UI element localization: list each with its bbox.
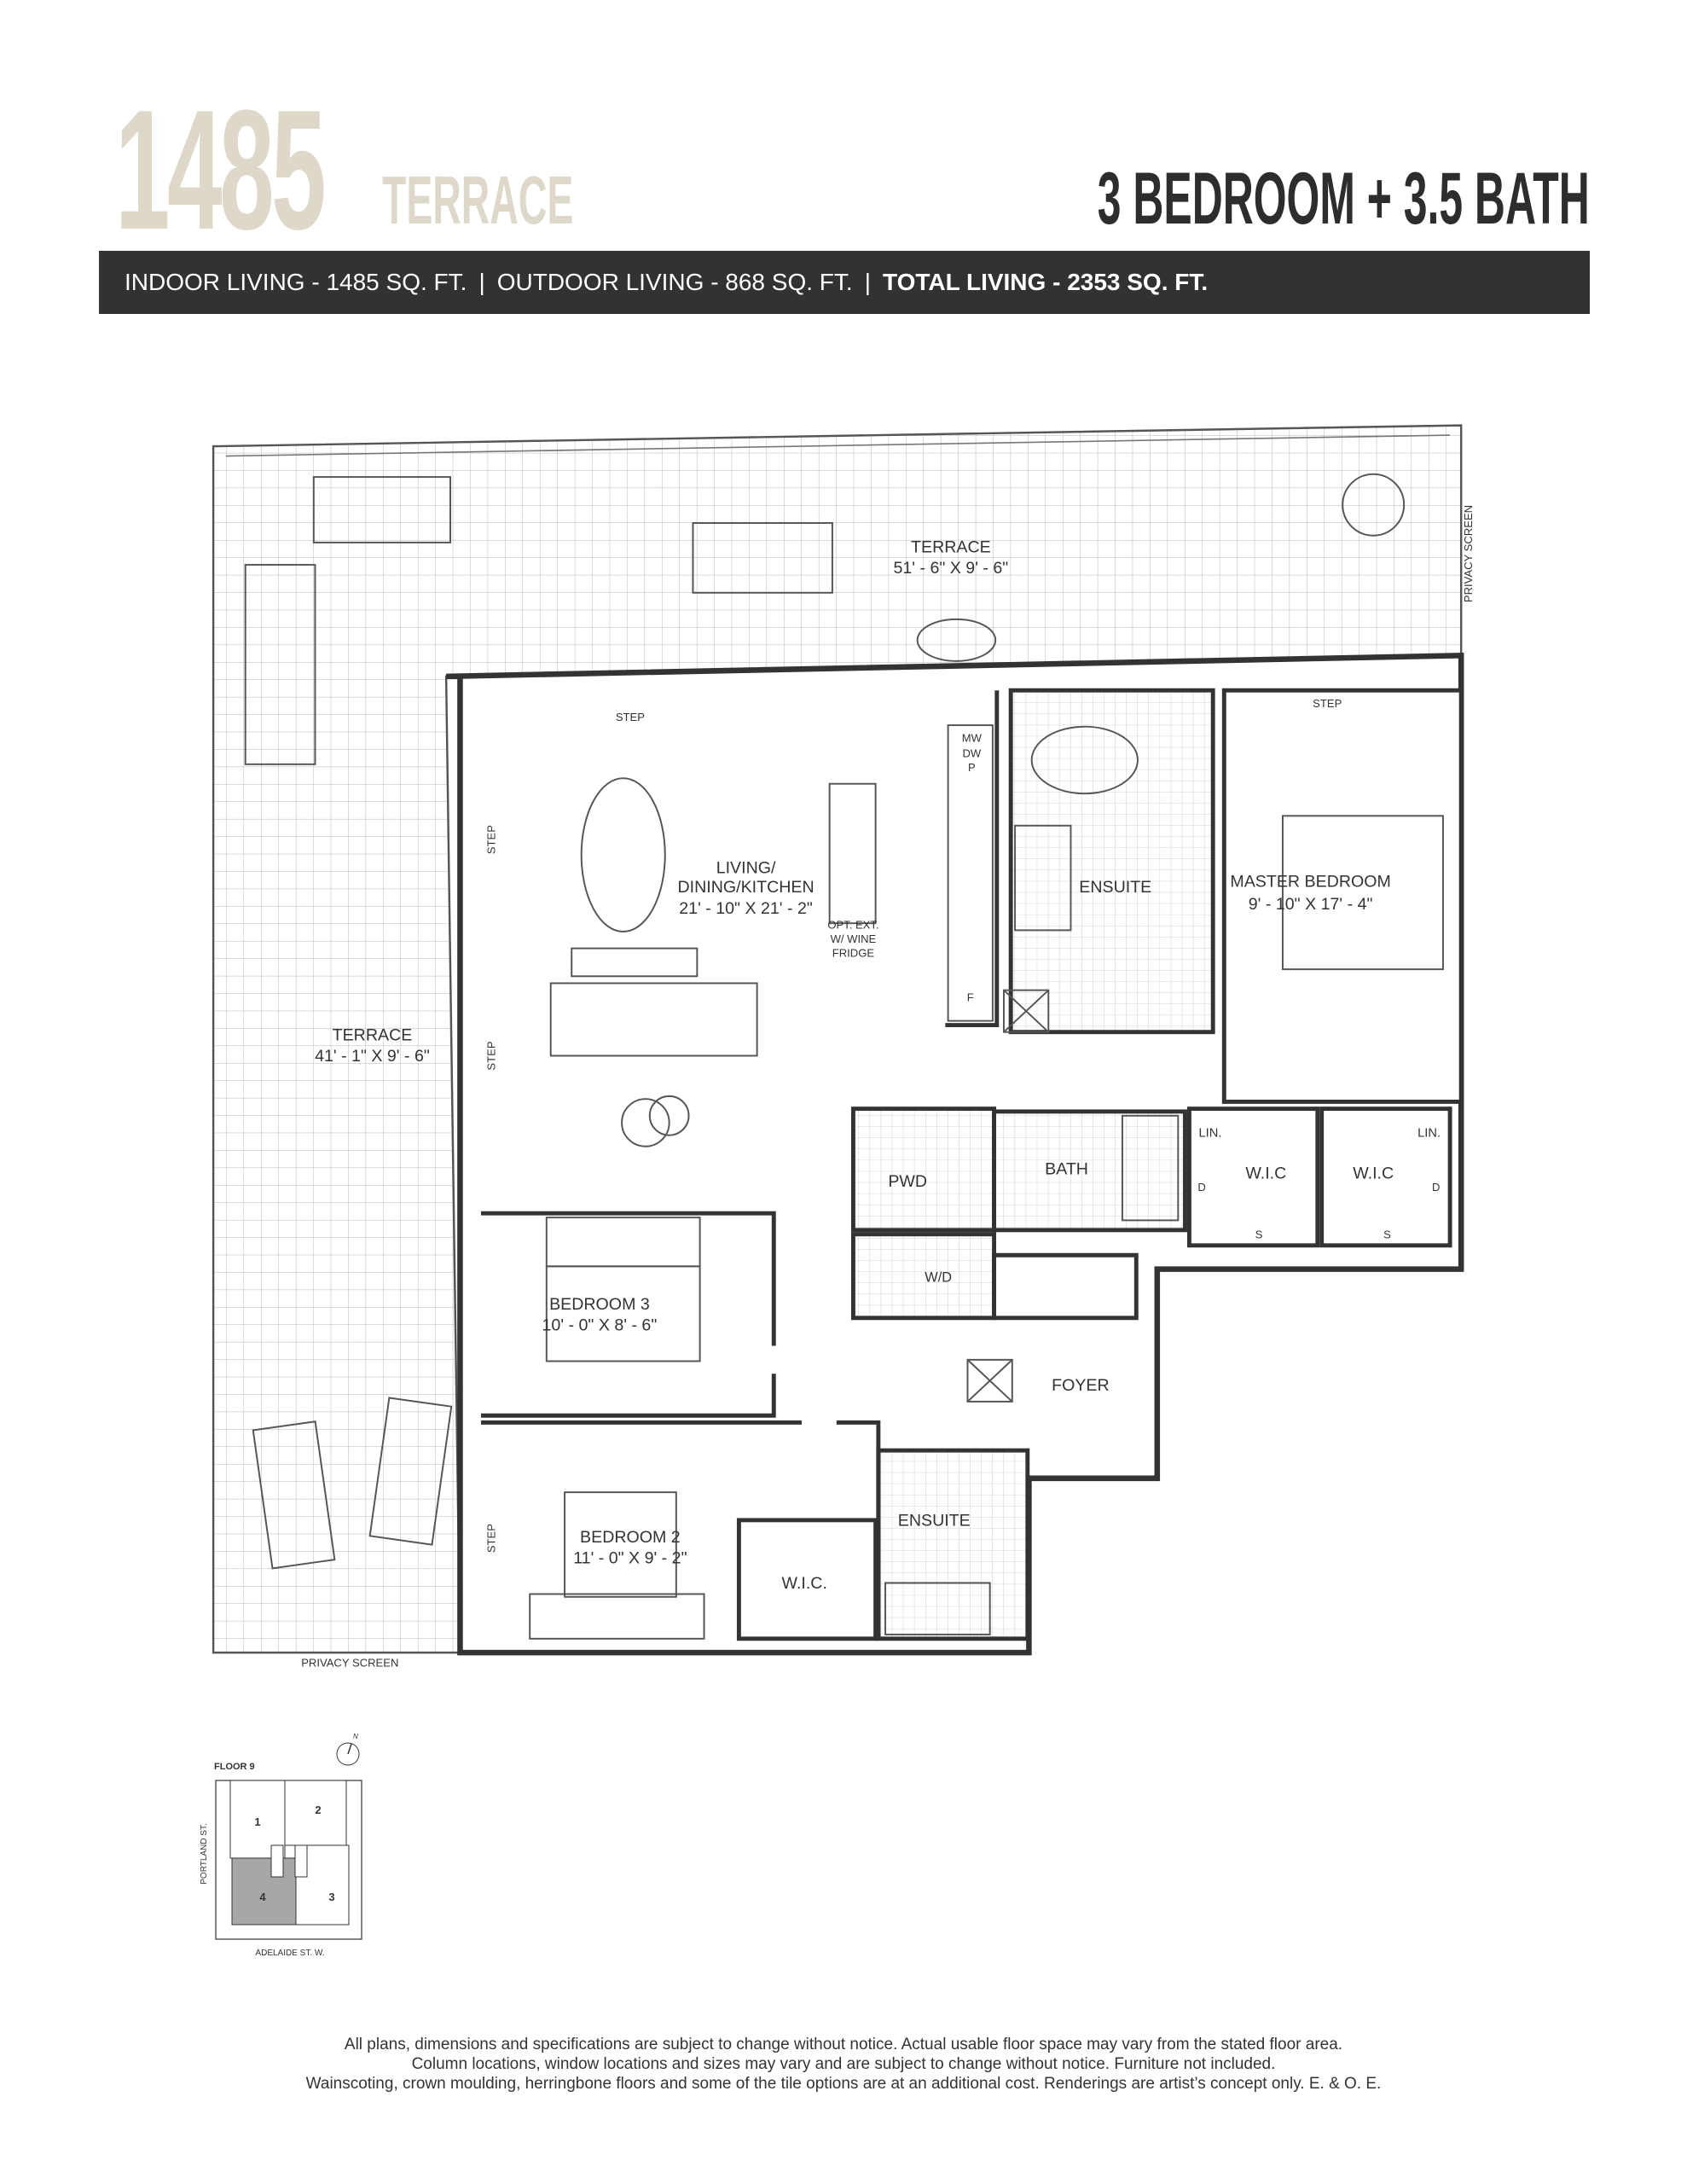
closet-shelf-label: S <box>1255 1228 1263 1241</box>
outdoor-living: OUTDOOR LIVING - 868 SQ. FT. <box>496 269 853 295</box>
master-bedroom <box>1221 688 1464 1104</box>
living-label-1: LIVING/ <box>716 858 776 877</box>
step-label: STEP <box>484 1041 497 1070</box>
unit-label: 2 <box>315 1804 321 1816</box>
north-compass-icon <box>336 1742 360 1766</box>
unit-label: 3 <box>328 1891 334 1903</box>
step-label: STEP <box>1313 697 1342 710</box>
terrace-left-dims: 41' - 1" X 9' - 6" <box>315 1047 430 1066</box>
indoor-living: INDOOR LIVING - 1485 SQ. FT. <box>125 269 467 295</box>
master-bedroom-dims: 9' - 10" X 17' - 4" <box>1249 895 1373 914</box>
washer-dryer-label: W/D <box>925 1269 952 1285</box>
disclaimer-line: Column locations, window locations and s… <box>411 2055 1276 2073</box>
bath-label: BATH <box>1045 1159 1088 1178</box>
street-south-label: ADELAIDE ST. W. <box>255 1949 324 1958</box>
separator: | <box>864 269 871 295</box>
pwd-label: PWD <box>888 1172 927 1191</box>
master-bedroom-label: MASTER BEDROOM <box>1230 873 1390 892</box>
closet-door-label: D <box>1432 1181 1440 1194</box>
foyer-label: FOYER <box>1052 1376 1110 1395</box>
bedroom2-dims: 11' - 0" X 9' - 2" <box>573 1549 687 1568</box>
linen-label: LIN. <box>1198 1126 1221 1140</box>
wine-fridge-label-2: W/ WINE <box>831 932 877 945</box>
wine-fridge-label-3: FRIDGE <box>832 946 875 959</box>
microwave-label: MW <box>962 732 983 745</box>
bedroom3-label: BEDROOM 3 <box>549 1295 650 1314</box>
wic-1 <box>1186 1107 1320 1248</box>
area-summary-bar: INDOOR LIVING - 1485 SQ. FT. | OUTDOOR L… <box>99 251 1590 314</box>
street-west-label: PORTLAND ST. <box>200 1823 209 1885</box>
unit-2 <box>284 1780 347 1846</box>
floor-label: FLOOR 9 <box>214 1762 255 1772</box>
kitchen-wall <box>945 690 1000 1027</box>
bath-room <box>992 1109 1187 1233</box>
laundry <box>850 1232 997 1321</box>
foyer-walls <box>992 1252 1139 1321</box>
living-label-2: DINING/KITCHEN <box>677 878 814 897</box>
privacy-screen-label: PRIVACY SCREEN <box>301 1657 398 1670</box>
pantry-label: P <box>968 761 976 774</box>
step-label: STEP <box>484 1524 497 1553</box>
pwd-room <box>850 1107 997 1233</box>
closet-door-label: D <box>1197 1181 1205 1194</box>
ensuite-master <box>1008 688 1215 1035</box>
wic-label: W.I.C <box>1245 1164 1286 1182</box>
privacy-screen-label: PRIVACY SCREEN <box>1462 505 1475 602</box>
wic-label: W.I.C <box>1353 1164 1394 1182</box>
sqft-number-heading: 1485 <box>115 75 327 265</box>
bedroom2-label: BEDROOM 2 <box>580 1528 681 1547</box>
wic-bed2-label: W.I.C. <box>782 1574 827 1593</box>
ensuite-label: ENSUITE <box>1079 878 1151 897</box>
disclaimer: All plans, dimensions and specifications… <box>0 2035 1687 2094</box>
wine-fridge-label-1: OPT. EXT. <box>827 919 878 932</box>
disclaimer-line: Wainscoting, crown moulding, herringbone… <box>305 2075 1382 2093</box>
separator: | <box>478 269 485 295</box>
unit-name-heading: TERRACE <box>382 162 574 238</box>
total-living: TOTAL LIVING - 2353 SQ. FT. <box>882 269 1209 295</box>
wic-2 <box>1319 1107 1452 1248</box>
disclaimer-line: All plans, dimensions and specifications… <box>344 2036 1343 2053</box>
fridge-label: F <box>967 991 974 1004</box>
unit-label: 1 <box>254 1815 260 1828</box>
living-dims: 21' - 10" X 21' - 2" <box>679 899 813 918</box>
closet-shelf-label: S <box>1383 1228 1391 1241</box>
north-label: N <box>353 1733 358 1740</box>
terrace-top-dims: 51' - 6" X 9' - 6" <box>893 559 1008 578</box>
unit-label: 4 <box>259 1891 266 1903</box>
linen-label: LIN. <box>1417 1126 1441 1140</box>
bedroom3-dims: 10' - 0" X 8' - 6" <box>542 1316 658 1335</box>
unit-type-heading: 3 BEDROOM + 3.5 BATH <box>1098 158 1590 240</box>
ensuite-2 <box>876 1448 1030 1641</box>
step-label: STEP <box>616 711 645 723</box>
bedroom3-walls <box>480 1211 776 1418</box>
dishwasher-label: DW <box>963 747 982 760</box>
terrace-left-label: TERRACE <box>333 1026 413 1045</box>
unit-4-highlighted <box>231 1857 297 1926</box>
wic-bed2 <box>736 1518 878 1641</box>
ensuite2-label: ENSUITE <box>898 1511 971 1530</box>
key-plan: FLOOR 9 N 1 2 3 4 PORTLAND ST. ADELAIDE … <box>200 1733 362 1958</box>
step-label: STEP <box>484 825 497 854</box>
terrace-top-label: TERRACE <box>911 537 991 556</box>
